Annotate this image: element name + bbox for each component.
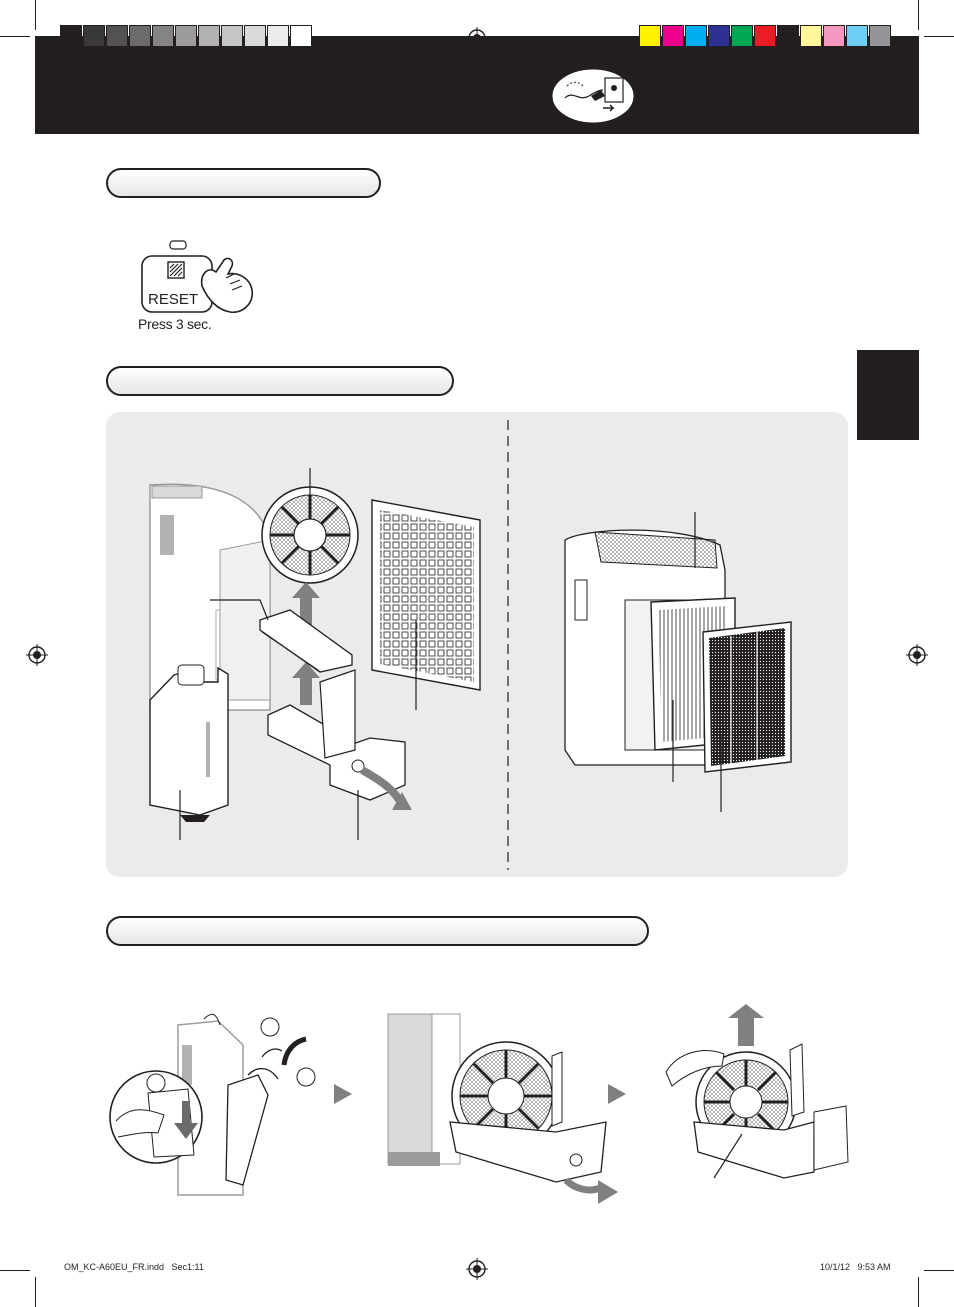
press-duration-note: Press 3 sec.: [138, 316, 212, 332]
filter-reset-icon: RESET: [141, 240, 253, 314]
color-swatch: [198, 25, 220, 47]
hepa-filter-icon: [702, 621, 792, 773]
color-swatch: [175, 25, 197, 47]
step-arrow-2-icon: [608, 1084, 626, 1104]
filter-frame-icon: [259, 609, 353, 673]
section-heading-reset: [106, 168, 381, 198]
water-tank-icon: [149, 664, 229, 822]
color-swatch: [869, 25, 891, 47]
header-band: [35, 36, 919, 134]
color-swatch: [290, 25, 312, 47]
registration-mark-right-icon: [906, 644, 928, 666]
crop-mark-tr-h: [924, 36, 954, 37]
crop-mark-br-v: [918, 1277, 919, 1307]
step-arrow-1-icon: [334, 1084, 352, 1104]
color-swatch: [823, 25, 845, 47]
registration-mark-bottom-icon: [466, 1258, 488, 1280]
panel-divider: [507, 420, 509, 870]
crop-mark-tl-h: [0, 36, 30, 37]
reset-button-label: RESET: [148, 291, 198, 308]
section-heading-parts: [106, 366, 454, 396]
tray-icon: [267, 669, 412, 810]
color-swatch: [846, 25, 868, 47]
crop-mark-tr-v: [918, 0, 919, 30]
color-swatch: [152, 25, 174, 47]
remove-tank-icon: [109, 1013, 316, 1196]
color-swatch: [800, 25, 822, 47]
section-heading-steps: [106, 916, 649, 946]
crop-mark-tl-v: [35, 0, 36, 30]
color-swatch: [662, 25, 684, 47]
color-swatch: [708, 25, 730, 47]
crop-mark-bl-v: [35, 1277, 36, 1307]
crop-mark-br-h: [924, 1270, 954, 1271]
color-swatch: [685, 25, 707, 47]
unplug-icon: [551, 68, 635, 124]
footer-file-info: OM_KC-A60EU_FR.indd Sec1:11: [64, 1262, 204, 1272]
humidifying-filter-icon: [261, 486, 359, 584]
crop-mark-bl-h: [0, 1270, 30, 1271]
registration-mark-icon: [466, 27, 488, 49]
color-swatch: [639, 25, 661, 47]
color-swatch: [60, 25, 82, 47]
registration-mark-left-icon: [26, 644, 48, 666]
language-tab: [857, 350, 919, 440]
color-swatch: [244, 25, 266, 47]
color-swatch: [777, 25, 799, 47]
color-swatch: [221, 25, 243, 47]
color-swatch: [754, 25, 776, 47]
color-swatch: [129, 25, 151, 47]
lift-filter-icon: [665, 1004, 849, 1179]
color-swatch: [267, 25, 289, 47]
color-swatch: [731, 25, 753, 47]
color-swatch: [106, 25, 128, 47]
footer-timestamp: 10/1/12 9:53 AM: [820, 1262, 891, 1272]
color-swatch: [83, 25, 105, 47]
pull-out-tray-icon: [387, 1013, 618, 1204]
purifier-filters-illustration: [564, 512, 792, 812]
humidifier-parts-illustration: [149, 468, 481, 840]
prefilter-icon: [371, 499, 481, 691]
